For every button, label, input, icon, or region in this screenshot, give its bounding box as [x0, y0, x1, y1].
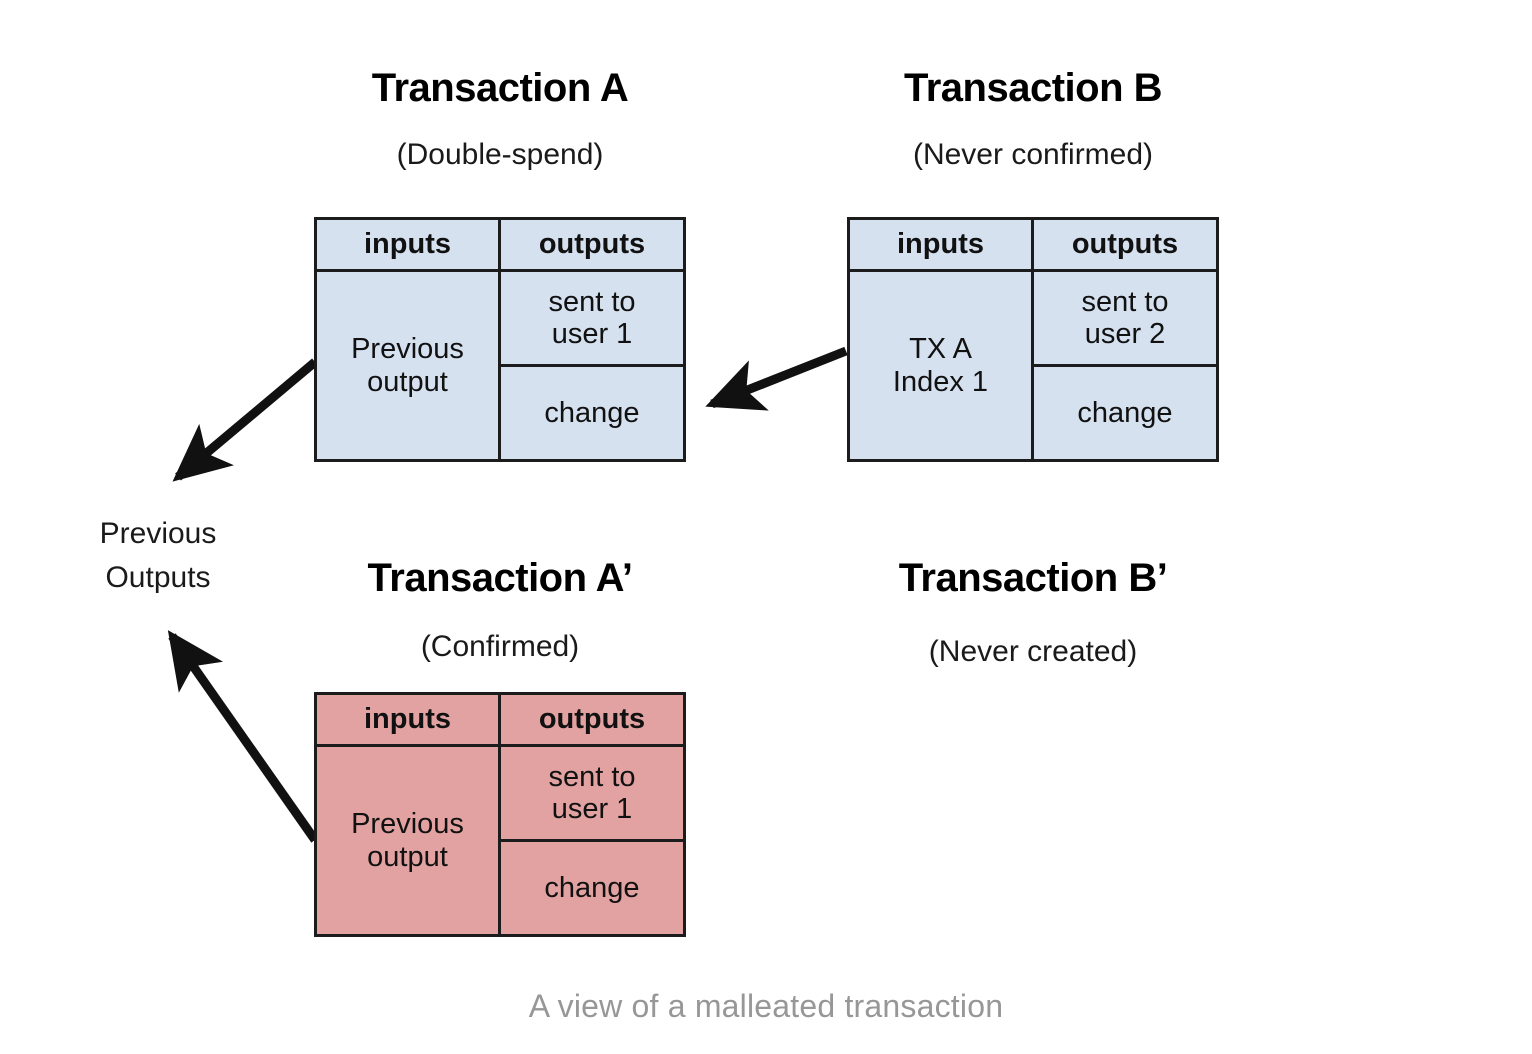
transaction-a-inputs-cell-line1: Previous [351, 333, 464, 366]
transaction-b-inputs-column: inputs TX A Index 1 [850, 220, 1034, 459]
transaction-a-prime-outputs-column: outputs sent to user 1 change [501, 695, 683, 934]
transaction-a-output-1-line1: sent to [548, 285, 636, 318]
transaction-a-output-sent-to-user[interactable]: sent to user 1 [501, 272, 683, 367]
transaction-b-output-1-line1: sent to [1081, 285, 1169, 318]
transaction-a-output-change[interactable]: change [544, 396, 640, 429]
figure-caption: A view of a malleated transaction [528, 988, 1004, 1024]
transaction-a-prime-table[interactable]: inputs Previous output outputs sent to u… [314, 692, 686, 937]
transaction-b-inputs-cell[interactable]: TX A Index 1 [850, 272, 1031, 459]
transaction-b-output-1-line2: user 2 [1084, 318, 1166, 350]
transaction-b-output-change[interactable]: change [1077, 396, 1173, 429]
transaction-a-outputs-column: outputs sent to user 1 change [501, 220, 683, 459]
transaction-a-table[interactable]: inputs Previous output outputs sent to u… [314, 217, 686, 462]
transaction-a-inputs-cell-line2: output [367, 365, 448, 398]
transaction-b-inputs-cell-line2: Index 1 [892, 365, 989, 398]
transaction-a-inputs-header: inputs [317, 220, 498, 272]
previous-outputs-line1: Previous [99, 517, 217, 550]
transaction-a-prime-output-change[interactable]: change [544, 871, 640, 904]
previous-outputs-line2: Outputs [105, 560, 211, 594]
transaction-b-subtitle: (Never confirmed) [912, 138, 1154, 171]
arrow-a-prime-to-previous-outputs [167, 630, 319, 843]
transaction-b-output-sent-to-user[interactable]: sent to user 2 [1034, 272, 1216, 367]
transaction-a-prime-title: Transaction A’ [367, 556, 633, 600]
transaction-a-prime-output-sent-to-user[interactable]: sent to user 1 [501, 747, 683, 842]
transaction-b-table[interactable]: inputs TX A Index 1 outputs sent to user… [847, 217, 1219, 462]
transaction-a-prime-inputs-cell-line2: output [367, 840, 448, 873]
transaction-a-output-1-line2: user 1 [551, 318, 633, 350]
transaction-a-inputs-column: inputs Previous output [317, 220, 501, 459]
transaction-a-prime-inputs-cell-line1: Previous [351, 808, 464, 841]
transaction-b-prime-subtitle: (Never created) [928, 635, 1138, 668]
transaction-a-prime-subtitle: (Confirmed) [420, 630, 580, 663]
transaction-b-inputs-cell-line1: TX A [909, 333, 972, 366]
previous-outputs-label: Previous Outputs [58, 512, 258, 599]
transaction-a-subtitle: (Double-spend) [396, 138, 604, 171]
transaction-b-inputs-header: inputs [850, 220, 1031, 272]
arrow-a-to-previous-outputs [172, 358, 318, 482]
transaction-a-prime-output-1-line2: user 1 [551, 793, 633, 825]
transaction-a-prime-output-1-line1: sent to [548, 760, 636, 793]
transaction-a-prime-inputs-column: inputs Previous output [317, 695, 501, 934]
transaction-b-outputs-column: outputs sent to user 2 change [1034, 220, 1216, 459]
arrow-b-to-a-change [705, 346, 848, 411]
transaction-b-prime-title: Transaction B’ [898, 556, 1168, 600]
transaction-b-title: Transaction B [903, 66, 1163, 110]
transaction-a-inputs-cell[interactable]: Previous output [317, 272, 498, 459]
transaction-a-outputs-header: outputs [501, 220, 683, 272]
transaction-a-prime-inputs-cell[interactable]: Previous output [317, 747, 498, 934]
transaction-a-prime-inputs-header: inputs [317, 695, 498, 747]
transaction-a-title: Transaction A [371, 66, 629, 110]
transaction-a-prime-outputs-header: outputs [501, 695, 683, 747]
transaction-b-outputs-header: outputs [1034, 220, 1216, 272]
